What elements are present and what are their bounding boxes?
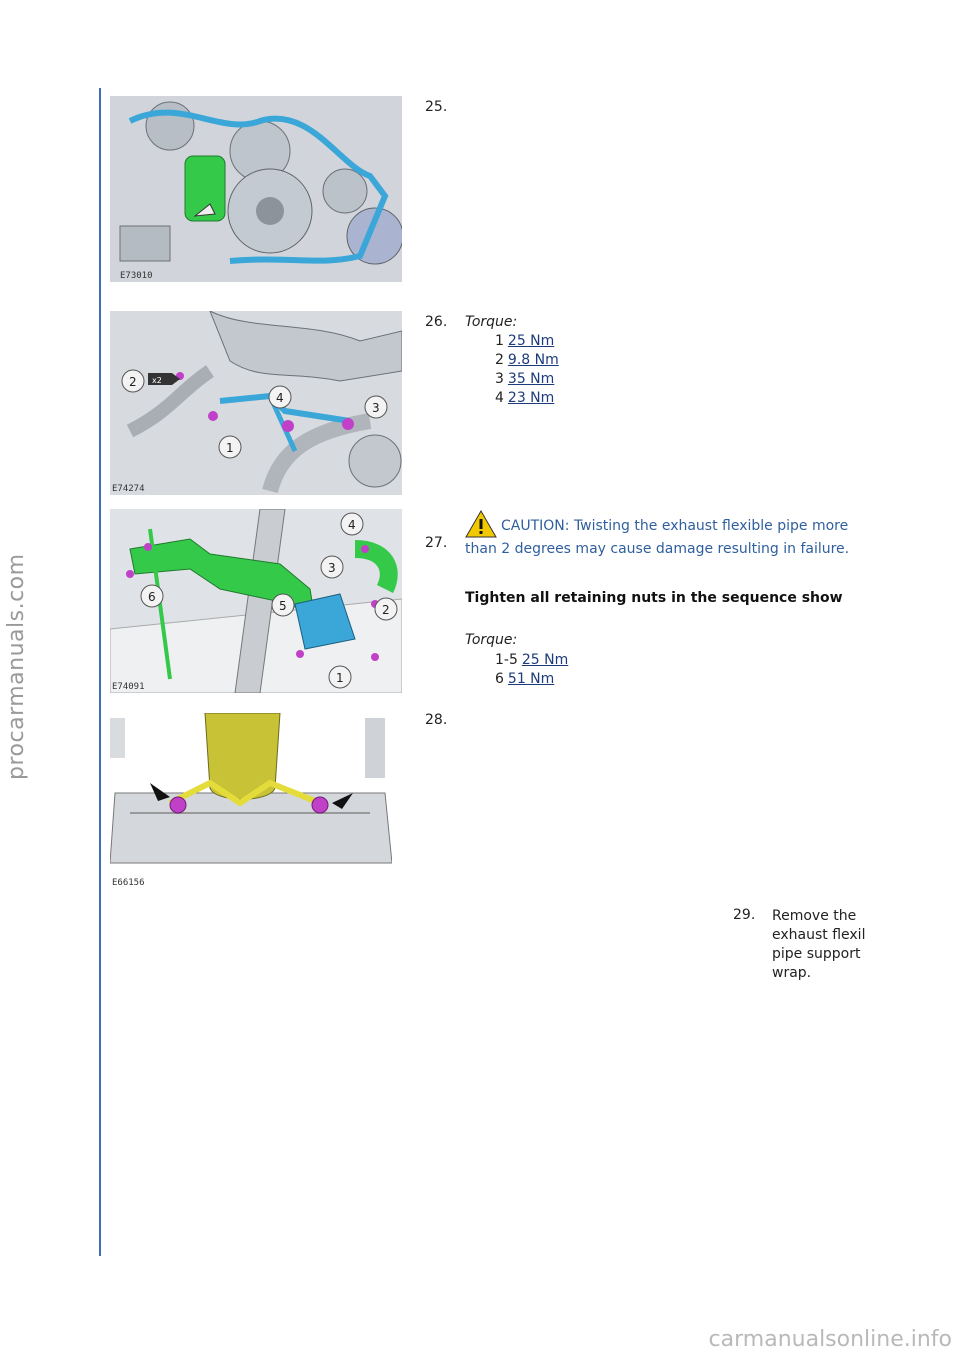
figure-code: E73010	[120, 271, 153, 281]
callout-1: 1	[226, 441, 234, 455]
step-number: 25.	[425, 99, 448, 115]
figure-step-27[interactable]: 1 2 3 4 5 6 E74091	[110, 509, 402, 693]
figure-step-25[interactable]: E73010	[110, 96, 402, 282]
figure-code: E74091	[112, 682, 145, 692]
figure-code: E74274	[112, 484, 145, 494]
step-number: 27.	[425, 535, 448, 551]
warning-triangle-icon	[465, 510, 497, 538]
torque-label: Torque:	[465, 314, 518, 330]
callout-5: 5	[279, 599, 287, 613]
footer-watermark: carmanualsonline.info	[708, 1327, 952, 1352]
callout-2: 2	[382, 603, 390, 617]
step-number: 26.	[425, 314, 448, 330]
callout-4: 4	[348, 518, 356, 532]
step-number: 28.	[425, 712, 448, 728]
callout-1: 1	[336, 671, 344, 685]
callout-4: 4	[276, 391, 284, 405]
figure-step-28[interactable]: E66156	[110, 713, 392, 889]
side-watermark: procarmanuals.com	[4, 553, 29, 780]
torque-label: Torque:	[465, 632, 518, 648]
callout-6: 6	[148, 590, 156, 604]
figure-step-26[interactable]: 1 2 3 4 x2 E74274	[110, 311, 402, 495]
torque-value-link[interactable]: 25 Nm	[507, 333, 555, 349]
torque-value-link[interactable]: 25 Nm	[521, 652, 569, 668]
callout-2: 2	[129, 375, 137, 389]
step-text: Remove the exhaust flexil pipe support w…	[772, 908, 866, 981]
margin-rule	[99, 88, 101, 1256]
sequence-note: Tighten all retaining nuts in the sequen…	[465, 590, 843, 606]
torque-value-link[interactable]: 9.8 Nm	[507, 352, 559, 368]
torque-value-link[interactable]: 51 Nm	[507, 671, 555, 687]
step-number: 29.	[733, 907, 756, 923]
torque-value-link[interactable]: 35 Nm	[507, 371, 555, 387]
x2-badge: x2	[152, 376, 162, 385]
callout-3: 3	[328, 561, 336, 575]
callout-3: 3	[372, 401, 380, 415]
figure-code: E66156	[112, 878, 145, 888]
caution-note: CAUTION: Twisting the exhaust flexible p…	[465, 510, 875, 560]
torque-value-link[interactable]: 23 Nm	[507, 390, 555, 406]
